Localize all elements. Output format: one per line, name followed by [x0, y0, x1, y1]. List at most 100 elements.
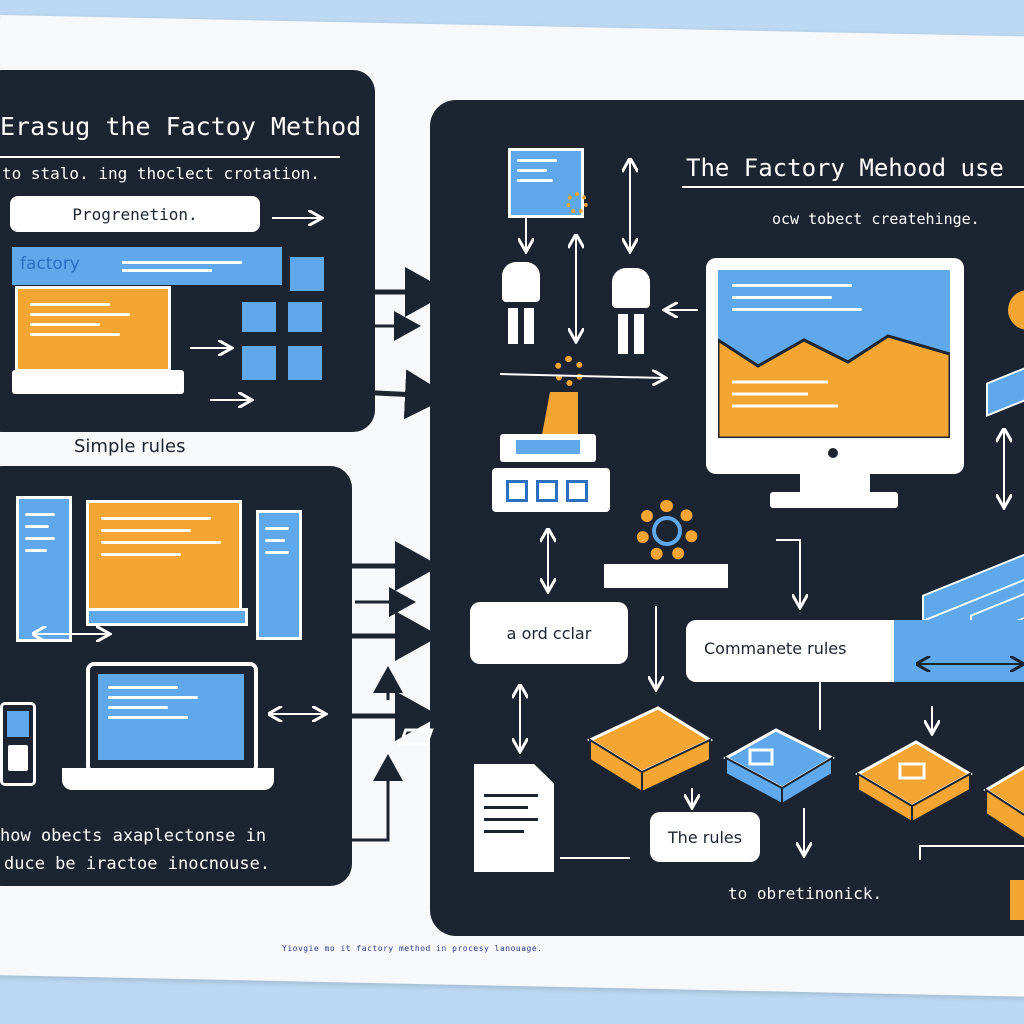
simple-rules-caption: Simple rules: [74, 436, 186, 457]
sidebar-block-left: [16, 496, 72, 642]
footer-strip: [86, 608, 248, 626]
factory-bar-line: [122, 269, 212, 272]
phone-icon: [0, 702, 36, 786]
block-line: [25, 525, 49, 528]
right-panel-caption: to obretinonick.: [728, 884, 883, 903]
monitor-foot: [770, 492, 898, 508]
white-arrows: [499, 160, 1024, 860]
block-line: [101, 517, 211, 520]
phone-screen: [7, 711, 29, 737]
grid-square: [242, 346, 276, 380]
doc-line: [30, 333, 120, 336]
monitor-power-dot: [828, 448, 838, 458]
grid-square: [288, 346, 322, 380]
screen-line: [732, 296, 832, 299]
block-line: [101, 553, 181, 556]
orange-tile: [854, 740, 974, 824]
page-line: [484, 794, 538, 797]
block-line: [25, 513, 55, 516]
doc-line: [517, 159, 557, 162]
monitor-icon: [706, 258, 964, 474]
orange-tile-stack: [398, 706, 714, 794]
iso-tiles: [398, 100, 1024, 860]
right-panel-subtitle: ocw tobect createhinge.: [772, 210, 980, 228]
screen-line: [108, 686, 178, 689]
left-top-arrows: [190, 70, 375, 432]
laptop-base: [62, 768, 274, 790]
block-line: [265, 551, 289, 554]
footer-caption: Yiovgie mo it factory method in procesy …: [282, 944, 543, 953]
gear-center: [652, 516, 682, 546]
page-line: [484, 818, 538, 821]
ord-cclar-label: a ord cclar: [470, 602, 628, 664]
gear-slab: [604, 564, 728, 588]
monitor-screen: [718, 270, 950, 438]
machine-conveyor: [492, 468, 610, 512]
edge-orange-circle: [1008, 290, 1024, 330]
block-line: [101, 529, 191, 532]
doc-line: [30, 323, 100, 326]
edge-orange-block: [1010, 880, 1024, 920]
orange-tile-stack-right: [983, 765, 1024, 840]
doc-line: [30, 313, 130, 316]
left-bottom-panel: how obects axaplectonse in duce be iract…: [0, 466, 352, 886]
left-bottom-caption-2: duce be iractoe inocnouse.: [4, 854, 271, 874]
base-bar: [12, 370, 184, 394]
left-top-panel: Erasug the Factoy Method to stalo. ing t…: [0, 70, 375, 432]
screen-line: [732, 308, 862, 311]
figure-icon: [612, 268, 650, 308]
screen-line: [108, 716, 188, 719]
left-panel-subtitle: to stalo. ing thoclect crotation.: [2, 164, 320, 183]
laptop-screen: [98, 674, 244, 760]
machine-slot: [516, 440, 580, 454]
left-bottom-caption-1: how obects axaplectonse in: [0, 826, 267, 846]
figure-legs-icon: [524, 308, 534, 344]
left-panel-title: Erasug the Factoy Method: [0, 112, 362, 141]
laptop-icon: [86, 662, 258, 774]
doc-line: [30, 303, 110, 306]
doc-line: [517, 169, 547, 172]
block-line: [101, 541, 221, 544]
right-main-panel: The Factory Mehood use ocw tobect create…: [398, 100, 1024, 936]
monitor-stand: [800, 474, 870, 492]
block-line: [265, 527, 289, 530]
block-line: [25, 549, 47, 552]
block-line: [25, 537, 55, 540]
right-title-underline: [682, 186, 1024, 188]
screen-line: [732, 284, 852, 287]
gear-icon: [554, 356, 584, 386]
monitor-mountains: [718, 334, 950, 438]
the-rules-label: The rules: [650, 812, 760, 862]
grid-square: [288, 302, 322, 332]
title-underline: [0, 156, 340, 158]
page-icon: [474, 764, 554, 872]
figure-legs-icon: [634, 314, 644, 354]
doc-line: [517, 179, 553, 182]
blue-tile: [722, 728, 836, 806]
screen-line: [108, 706, 168, 709]
conveyor-slot: [536, 480, 558, 502]
figure-icon: [502, 262, 540, 302]
screen-line: [108, 696, 198, 699]
phone-keys: [8, 745, 28, 771]
commanete-rules-label: Commanete rules: [704, 639, 847, 658]
factory-bar-line: [122, 261, 242, 264]
conveyor-slot: [566, 480, 588, 502]
factory-bar: factory: [12, 247, 282, 285]
grid-square: [242, 302, 276, 332]
right-panel-title: The Factory Mehood use: [686, 154, 1004, 182]
page-line: [484, 806, 528, 809]
main-content-block: [86, 500, 242, 612]
gear-icon: [566, 192, 588, 214]
grid-square: [290, 257, 324, 291]
progrenetion-pill: Progrenetion.: [10, 196, 260, 232]
conveyor-slot: [506, 480, 528, 502]
figure-legs-icon: [508, 308, 518, 344]
factory-label: factory: [20, 254, 80, 274]
figure-legs-icon: [618, 314, 628, 354]
sidebar-block-right: [256, 510, 302, 640]
block-line: [265, 539, 285, 542]
left-bottom-arrows: [0, 466, 352, 886]
page-line: [484, 830, 524, 833]
